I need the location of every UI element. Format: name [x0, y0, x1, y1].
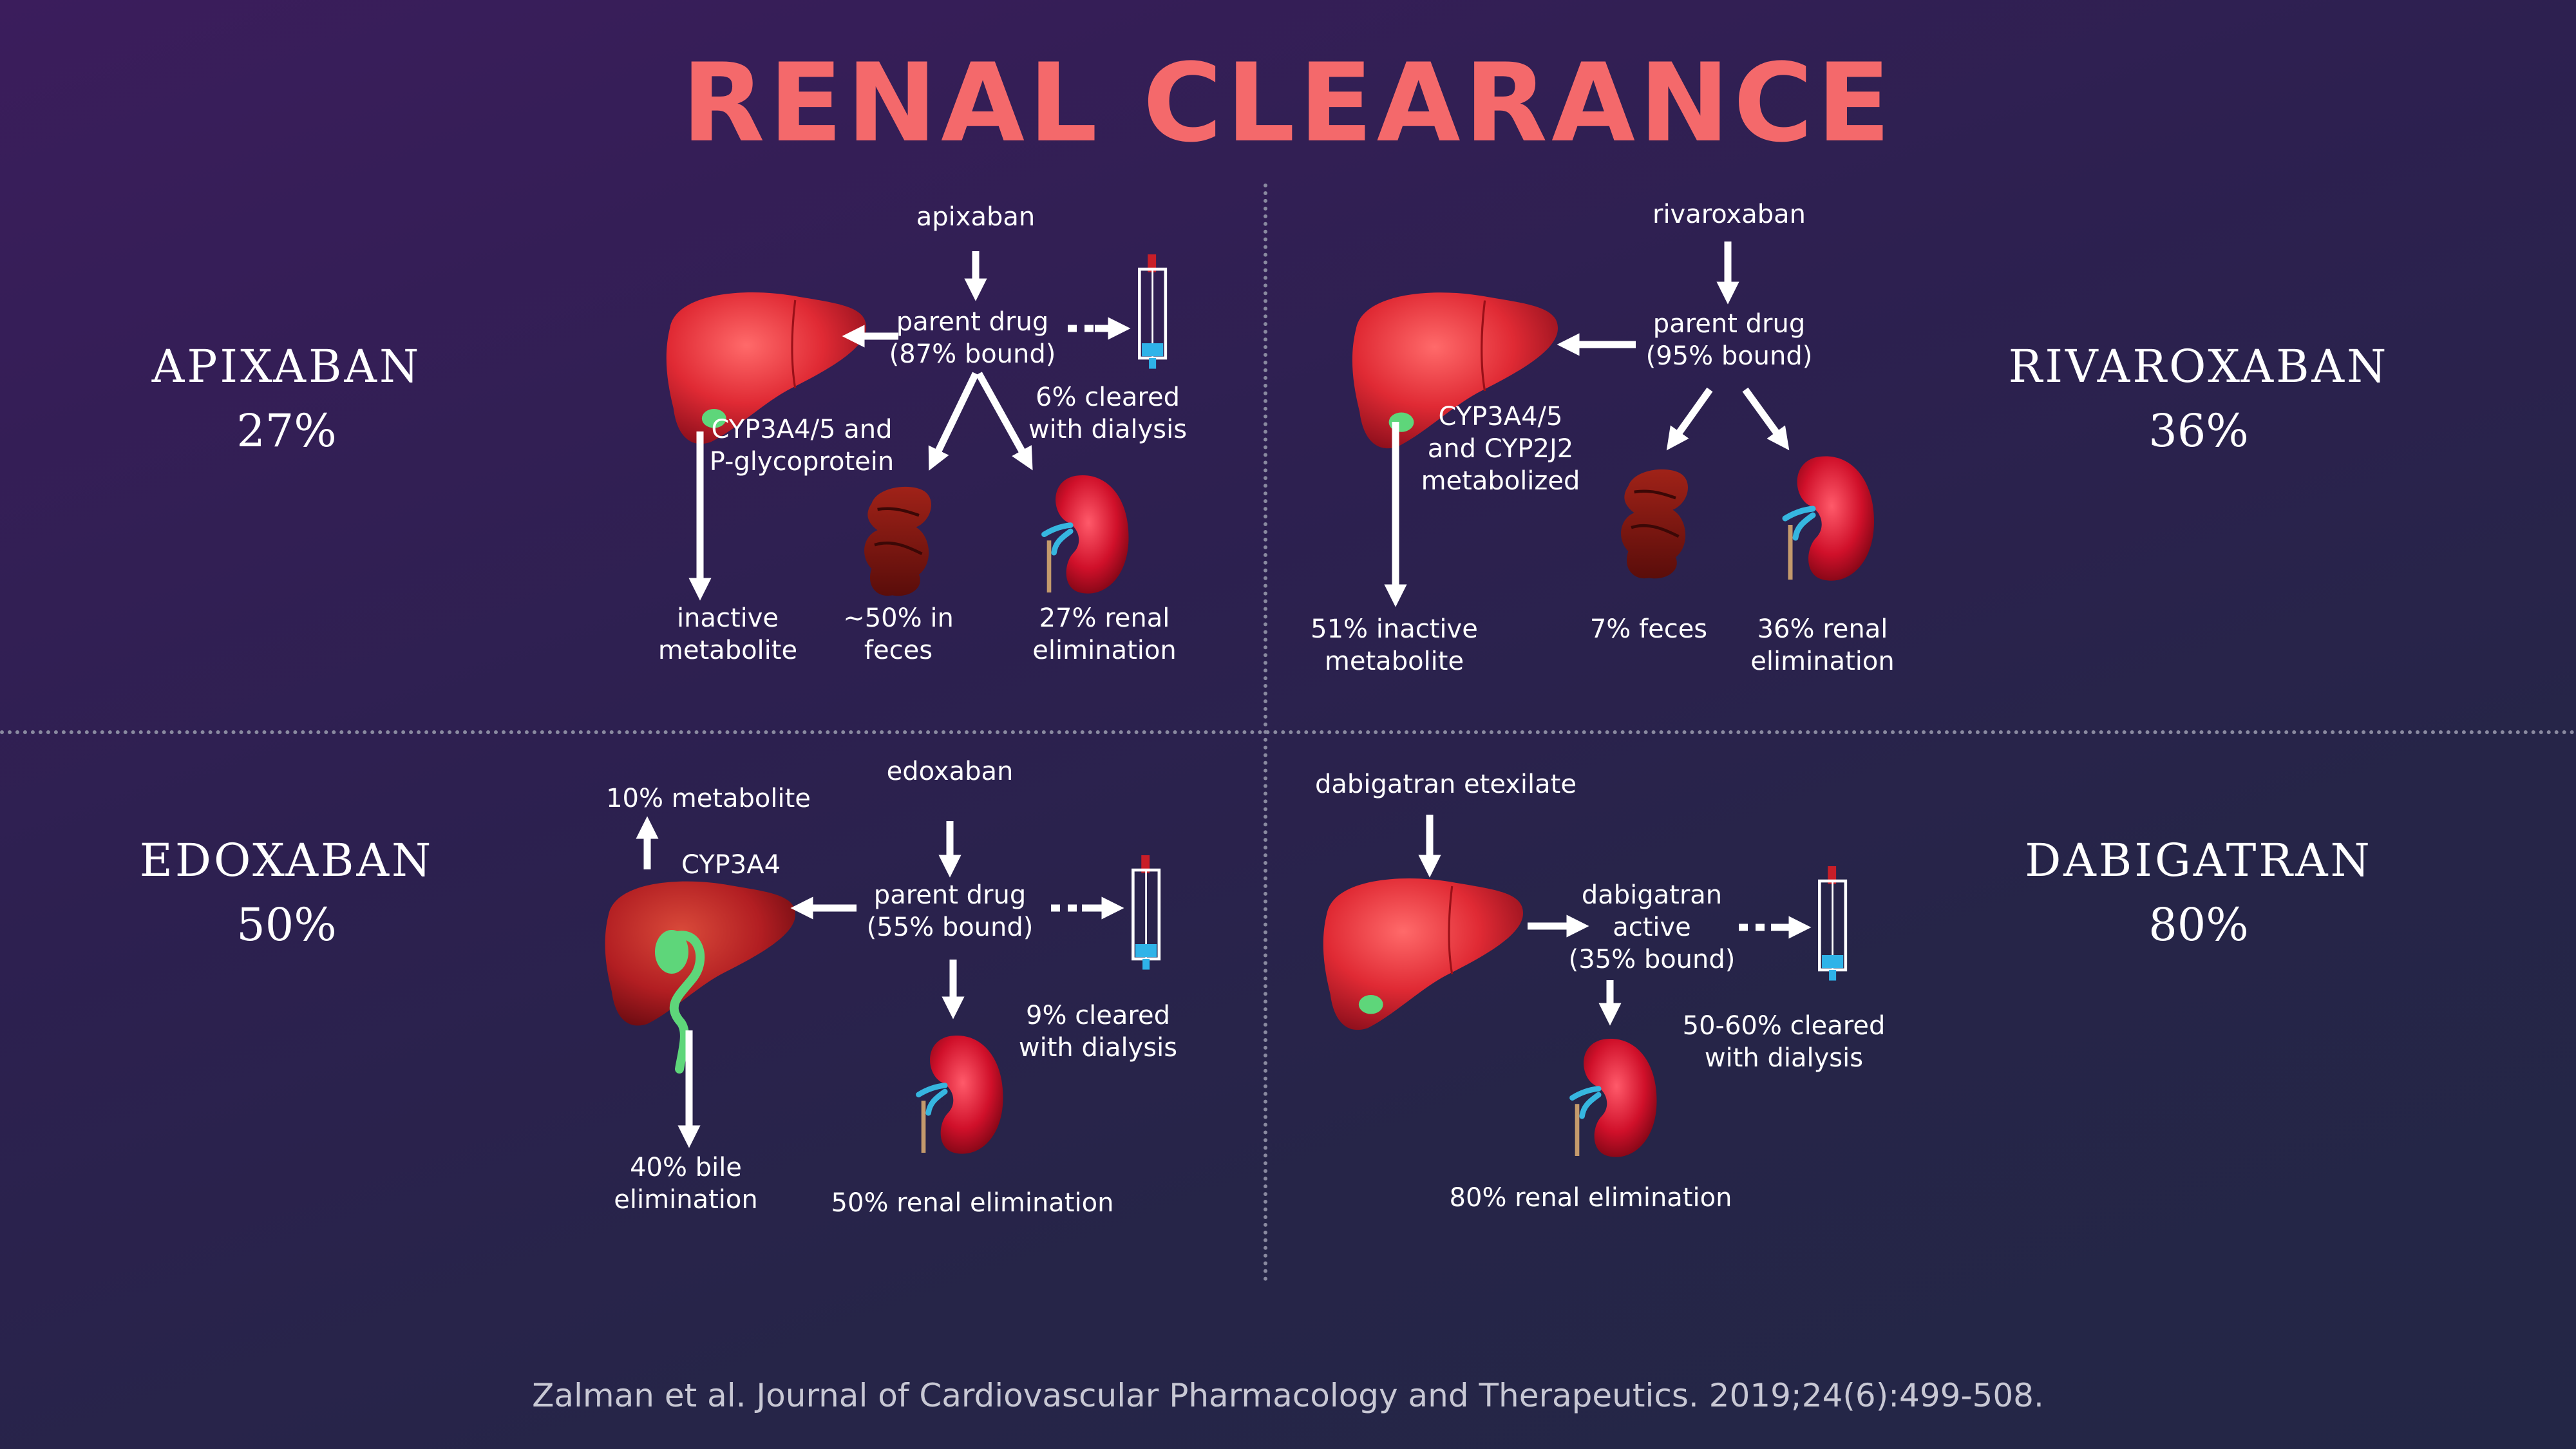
edoxaban-renal-label: 50% renal elimination	[831, 1188, 1114, 1218]
apixaban-dialysis-label: 6% cleared with dialysis	[1028, 383, 1188, 444]
liver-gallbladder-icon	[605, 881, 795, 1074]
apixaban-feces-label: ~50% in feces	[843, 603, 954, 665]
rivaroxaban-parent-label: parent drug (95% bound)	[1645, 309, 1813, 371]
apixaban-title: APIXABAN	[151, 340, 422, 393]
dialysis-icon	[1133, 855, 1159, 970]
kidney-icon	[1572, 1039, 1656, 1157]
edoxaban-title: EDOXABAN	[139, 834, 434, 887]
rivaroxaban-enzyme-label: CYP3A4/5 and CYP2J2 metabolized	[1421, 402, 1580, 496]
citation: Zalman et al. Journal of Cardiovascular …	[532, 1377, 2044, 1414]
dabigatran-arrows	[1418, 815, 1812, 1026]
intestine-icon	[864, 487, 931, 596]
apixaban-arrows	[688, 251, 1131, 601]
rivaroxaban-drug-label: rivaroxaban	[1653, 200, 1806, 229]
edoxaban-enzyme-label: CYP3A4	[681, 850, 781, 880]
rivaroxaban-title: RIVAROXABAN	[2008, 340, 2389, 393]
rivaroxaban-feces-label: 7% feces	[1589, 614, 1708, 644]
edoxaban-bile-label: 40% bile elimination	[614, 1153, 758, 1215]
edoxaban-parent-label: parent drug (55% bound)	[866, 880, 1034, 942]
edoxaban-percent: 50%	[236, 898, 337, 951]
dabigatran-drug-label: dabigatran etexilate	[1315, 770, 1577, 799]
horizontal-divider	[0, 730, 2576, 734]
edoxaban-dialysis-label: 9% cleared with dialysis	[1018, 1001, 1178, 1063]
kidney-icon	[918, 1036, 1003, 1154]
kidney-icon	[1785, 456, 1874, 580]
apixaban-parent-label: parent drug (87% bound)	[889, 307, 1056, 369]
liver-icon	[1322, 877, 1524, 1031]
rivaroxaban-metabolite-label: 51% inactive metabolite	[1311, 614, 1478, 676]
dabigatran-dialysis-label: 50-60% cleared with dialysis	[1682, 1011, 1886, 1073]
dabigatran-percent: 80%	[2148, 898, 2249, 951]
edoxaban-drug-label: edoxaban	[886, 757, 1014, 786]
dabigatran-renal-label: 80% renal elimination	[1449, 1183, 1732, 1213]
rivaroxaban-percent: 36%	[2148, 404, 2249, 457]
dialysis-icon	[1819, 866, 1845, 981]
rivaroxaban-renal-label: 36% renal elimination	[1750, 614, 1895, 676]
apixaban-enzyme-label: CYP3A4/5 and P-glycoprotein	[709, 415, 895, 477]
apixaban-drug-label: apixaban	[916, 202, 1036, 232]
apixaban-percent: 27%	[236, 404, 337, 457]
page-title: RENAL CLEARANCE	[681, 40, 1895, 166]
dialysis-icon	[1139, 254, 1165, 369]
edoxaban-metabolite-label: 10% metabolite	[606, 784, 811, 813]
edoxaban-arrows	[636, 816, 1124, 1148]
kidney-icon	[1044, 475, 1128, 594]
apixaban-renal-label: 27% renal elimination	[1032, 603, 1177, 665]
dabigatran-active-label: dabigatran active (35% bound)	[1568, 880, 1736, 974]
intestine-icon	[1621, 469, 1688, 578]
rivaroxaban-arrows	[1384, 242, 1790, 607]
apixaban-metabolite-label: inactive metabolite	[658, 603, 798, 665]
dabigatran-title: DABIGATRAN	[2025, 834, 2372, 887]
